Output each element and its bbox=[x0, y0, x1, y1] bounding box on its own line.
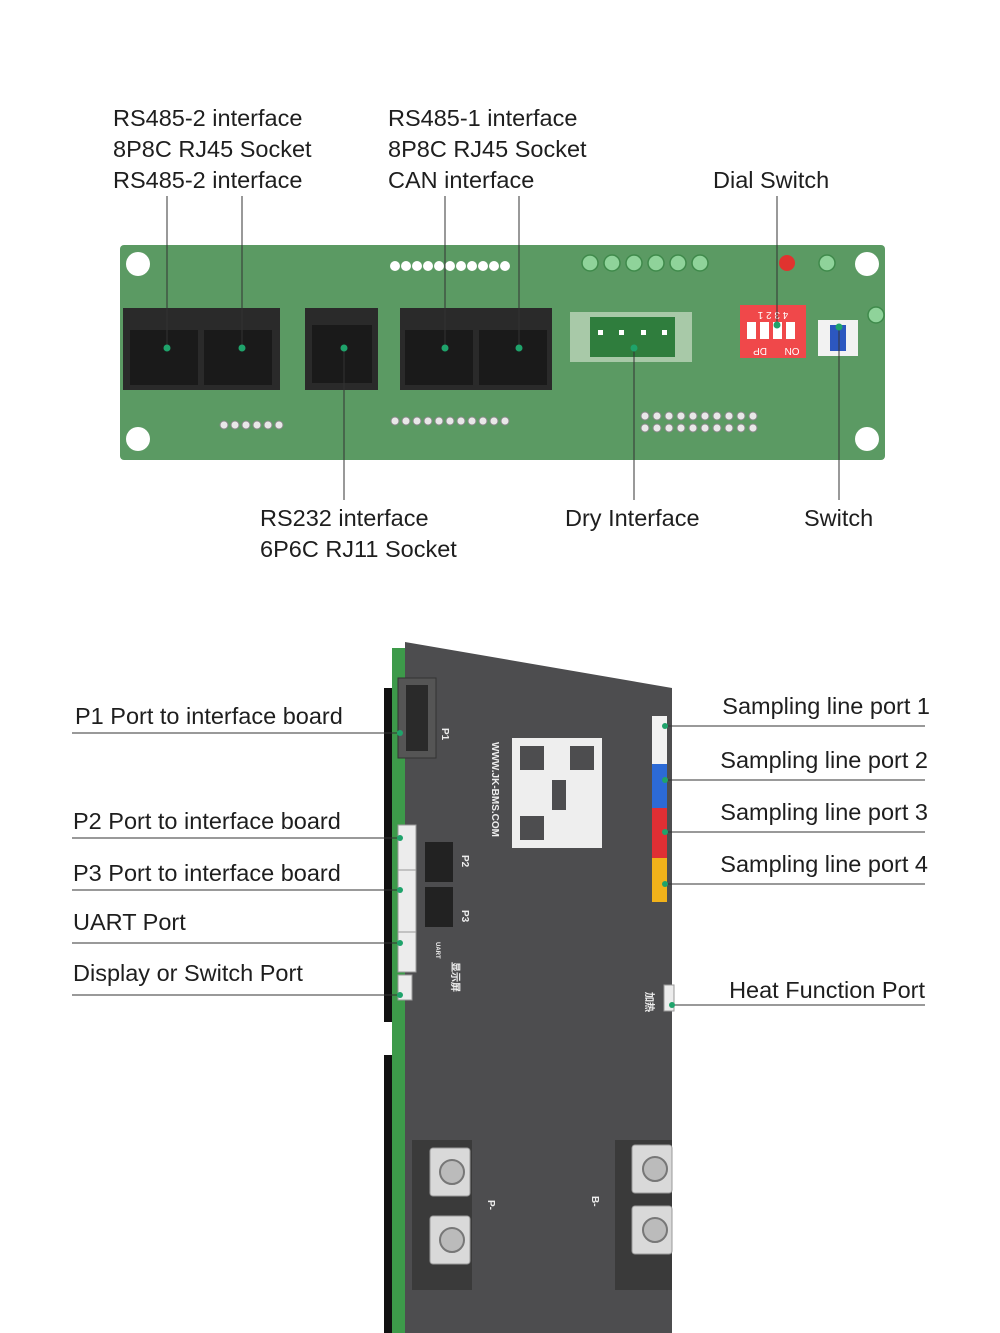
label-line: 8P8C RJ45 Socket bbox=[113, 136, 312, 162]
p3-print: P3 bbox=[459, 910, 470, 923]
heat-function-port-label: Heat Function Port bbox=[729, 977, 925, 1003]
dry-interface-label: Dry Interface bbox=[565, 505, 700, 531]
label-line: RS485-2 interface bbox=[113, 167, 303, 193]
sampling-port-2-label: Sampling line port 2 bbox=[720, 747, 928, 773]
p2-port-label: P2 Port to interface board bbox=[73, 808, 341, 834]
p2-print: P2 bbox=[459, 855, 470, 868]
label-line: CAN interface bbox=[388, 167, 535, 193]
label-line: RS232 interface bbox=[260, 505, 429, 531]
display-switch-port-label: Display or Switch Port bbox=[73, 960, 303, 986]
sampling-port-3-label: Sampling line port 3 bbox=[720, 799, 928, 825]
red-led bbox=[779, 255, 795, 271]
label-line: 8P8C RJ45 Socket bbox=[388, 136, 587, 162]
sampling-port-4-label: Sampling line port 4 bbox=[720, 851, 928, 877]
display-print: 显示屏 bbox=[449, 962, 461, 992]
dip-dp: DP bbox=[753, 345, 767, 356]
dip-numbers: 4 3 2 1 bbox=[757, 309, 788, 320]
uart-print: UART bbox=[434, 942, 440, 959]
switch-label: Switch bbox=[804, 505, 874, 531]
leader-lines-bottom bbox=[72, 725, 925, 1006]
label-line: RS485-1 interface bbox=[388, 105, 578, 131]
rs232-label-group: RS232 interface 6P6C RJ11 Socket bbox=[260, 503, 457, 565]
website-print: WWW.JK-BMS.COM bbox=[489, 742, 500, 837]
interface-board: 4 3 2 1 DP ON bbox=[120, 245, 885, 460]
label-line: RS485-2 interface bbox=[113, 105, 303, 131]
marker-dots-top bbox=[163, 321, 843, 352]
marker-dots-bottom bbox=[397, 723, 675, 1008]
dip-on: ON bbox=[785, 345, 800, 356]
b-minus-print: B- bbox=[589, 1196, 600, 1207]
uart-port-label: UART Port bbox=[73, 909, 186, 935]
p3-port-label: P3 Port to interface board bbox=[73, 860, 341, 886]
rs485-1-label-group: RS485-1 interface 8P8C RJ45 Socket CAN i… bbox=[388, 103, 587, 196]
leds bbox=[581, 254, 885, 324]
p-minus-print: P- bbox=[485, 1200, 496, 1210]
bms-board: WWW.JK-BMS.COM P1 P2 P3 UART 显示屏 加热 P- B… bbox=[384, 642, 675, 1333]
p1-port-label: P1 Port to interface board bbox=[75, 703, 343, 729]
solder-pads-bottom bbox=[219, 411, 758, 433]
label-line: 6P6C RJ11 Socket bbox=[260, 536, 457, 562]
sampling-port-1-label: Sampling line port 1 bbox=[722, 693, 930, 719]
mounting-holes bbox=[126, 252, 879, 451]
rs485-2-label-group: RS485-2 interface 8P8C RJ45 Socket RS485… bbox=[113, 103, 312, 196]
dial-switch-label: Dial Switch bbox=[713, 167, 830, 193]
leader-lines-top bbox=[166, 196, 840, 500]
solder-pads-top bbox=[390, 261, 510, 271]
p1-print: P1 bbox=[439, 728, 450, 741]
qr-code bbox=[512, 738, 602, 848]
heat-print: 加热 bbox=[643, 991, 656, 1012]
